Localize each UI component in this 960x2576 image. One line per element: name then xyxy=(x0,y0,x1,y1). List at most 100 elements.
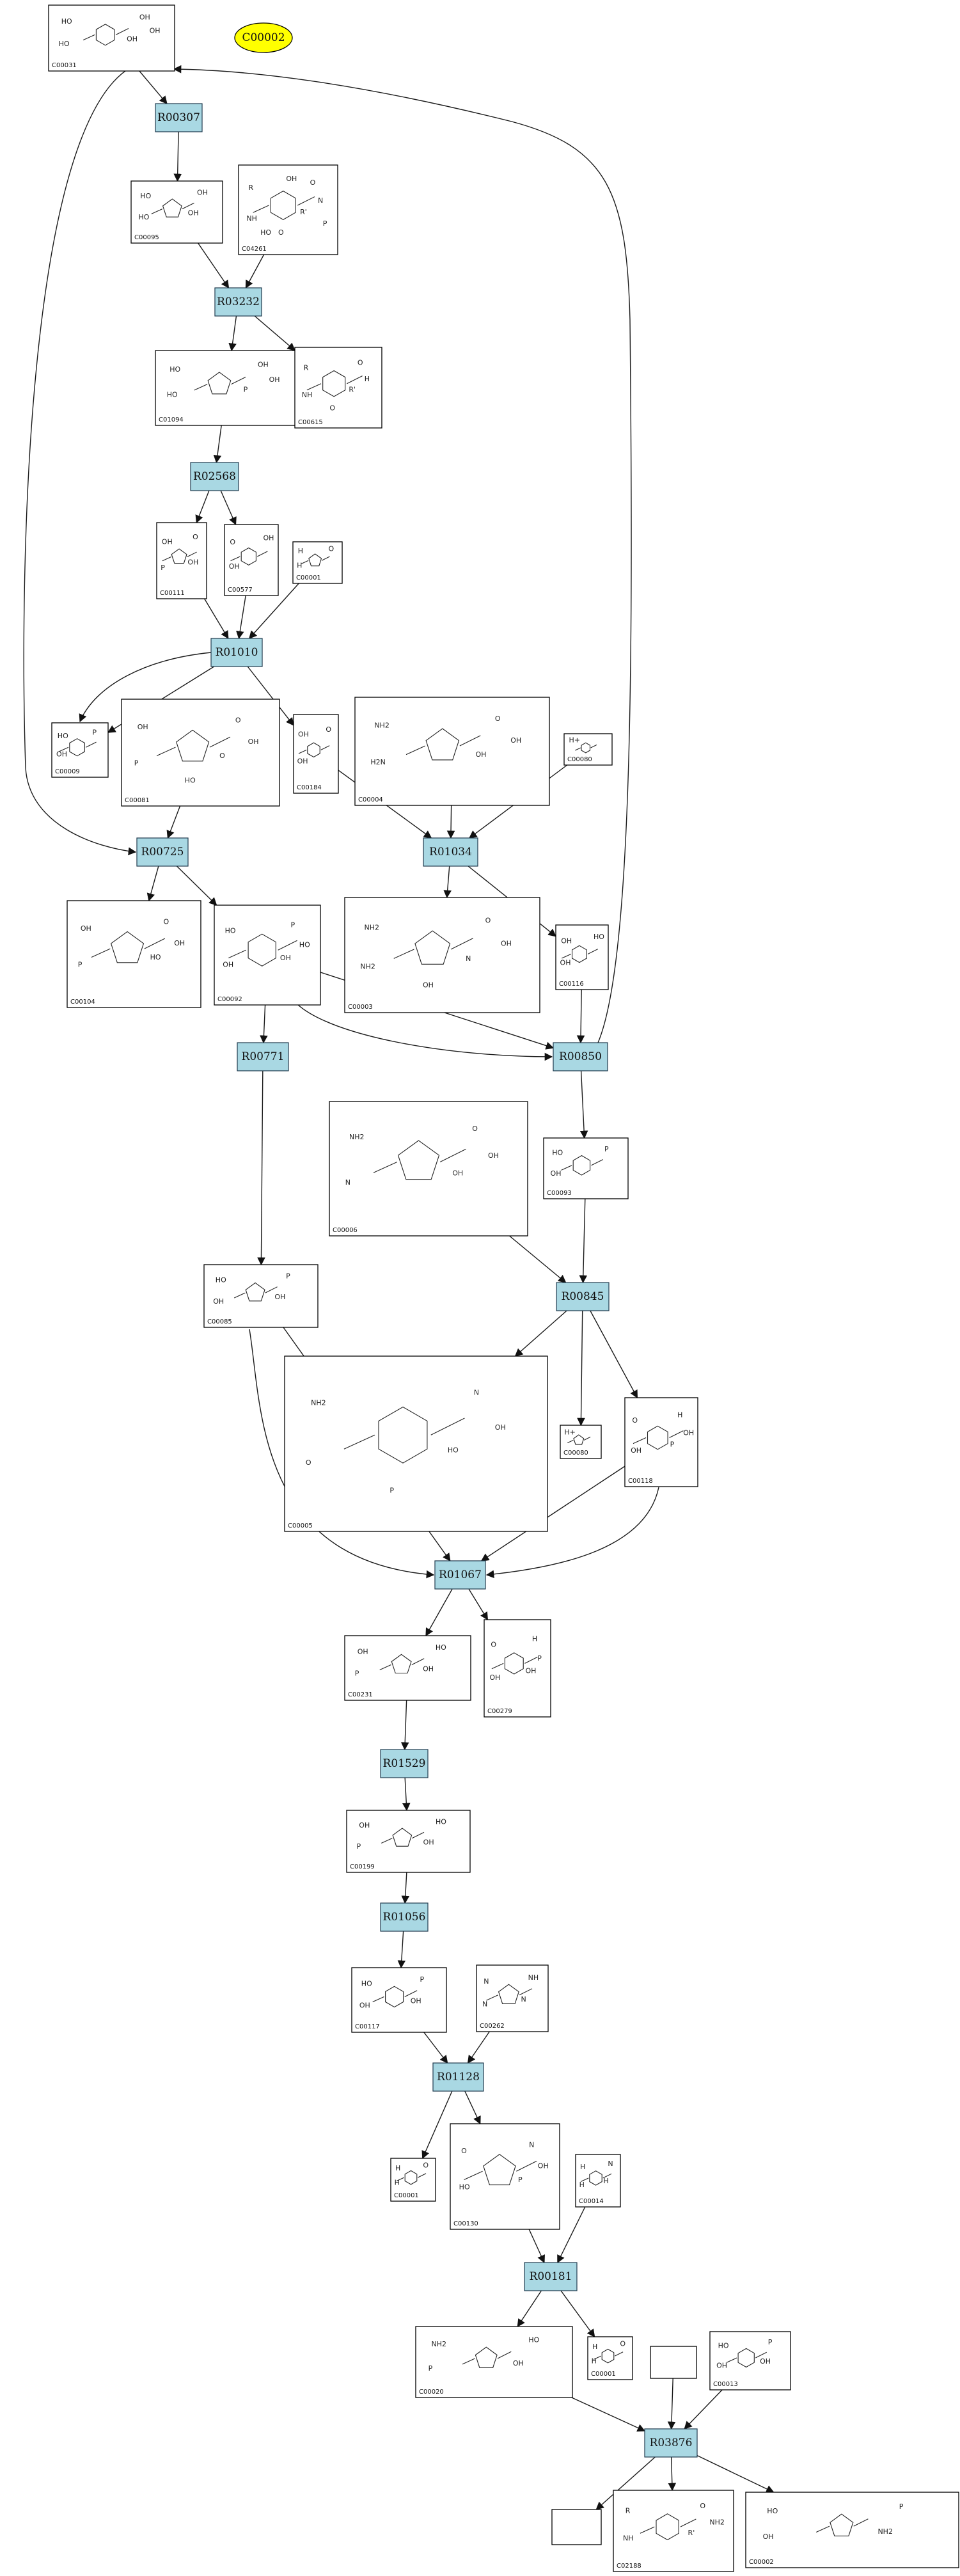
atom-label: OH xyxy=(423,1838,434,1846)
edge-R00845-c21 xyxy=(514,1310,567,1357)
atom-label: OH xyxy=(411,1997,421,2005)
reaction-R01128-node[interactable]: R01128 xyxy=(432,2062,484,2092)
highlighted-compound-ellipse[interactable]: C00002 xyxy=(234,22,293,53)
reaction-R00307-node[interactable]: R00307 xyxy=(155,103,203,132)
reaction-R01034-node[interactable]: R01034 xyxy=(423,837,478,867)
atom-label: OH xyxy=(188,209,199,217)
edge-R00850-c19 xyxy=(579,1070,588,1139)
reaction-R03232-node[interactable]: R03232 xyxy=(214,287,262,317)
atom-label: H xyxy=(395,2179,400,2187)
compound-empty-box[interactable] xyxy=(551,2509,602,2545)
atom-label: OH xyxy=(81,924,91,933)
atom-label: P xyxy=(390,1487,394,1495)
atom-label: OH xyxy=(551,1169,562,1178)
compound-id-label: C00577 xyxy=(228,587,253,594)
atom-label: R' xyxy=(688,2529,695,2537)
edge-R01010-to-c9-curve xyxy=(79,652,212,723)
atom-label: P xyxy=(429,2364,433,2373)
reaction-R00181-node[interactable]: R00181 xyxy=(524,2262,578,2291)
reaction-R01529-node[interactable]: R01529 xyxy=(380,1749,429,1778)
reaction-R02568-node[interactable]: R02568 xyxy=(190,462,239,491)
reaction-R01067-node[interactable]: R01067 xyxy=(434,1560,486,1590)
reaction-R00845-node[interactable]: R00845 xyxy=(556,1282,610,1311)
reaction-R03876-node[interactable]: R03876 xyxy=(644,2428,698,2458)
reaction-R00771-node[interactable]: R00771 xyxy=(237,1042,289,1071)
atom-label: O xyxy=(306,1458,311,1467)
atom-label: O xyxy=(700,2502,705,2510)
atom-label: N xyxy=(345,1178,350,1187)
structure-ring xyxy=(498,1984,519,2004)
atom-label: OH xyxy=(501,940,512,948)
edge-c18-R00845 xyxy=(509,1235,567,1283)
structure-ring xyxy=(322,370,346,397)
structure-ring xyxy=(581,742,591,754)
structure-ring xyxy=(385,1986,404,2008)
atom-label: HO xyxy=(594,933,604,941)
reaction-R01010-node[interactable]: R01010 xyxy=(210,638,263,667)
compound-id-label: C00231 xyxy=(348,1691,373,1698)
compound-C00080-box[interactable]: H+C00080 xyxy=(563,733,613,766)
edge-c32-R03876 xyxy=(571,2397,646,2432)
reaction-label: R02568 xyxy=(193,470,236,483)
atom-label: OH xyxy=(359,2002,370,2010)
reaction-R01056-node[interactable]: R01056 xyxy=(380,1902,429,1932)
atom-label: HO xyxy=(552,1149,563,1157)
structure-ring xyxy=(391,1654,412,1674)
atom-label: H xyxy=(579,2181,585,2189)
compound-id-label: C00003 xyxy=(348,1004,373,1011)
reaction-R00850-node[interactable]: R00850 xyxy=(553,1042,608,1071)
reaction-label: R01034 xyxy=(429,846,472,858)
atom-label: HO xyxy=(169,365,180,374)
atom-label: P xyxy=(518,2176,523,2184)
atom-label: OH xyxy=(298,730,309,738)
structure-ring xyxy=(737,2348,755,2368)
atom-label: OH xyxy=(538,2161,549,2170)
edge-R01067-c24 xyxy=(425,1588,453,1637)
atom-label: P xyxy=(161,564,165,572)
reaction-R00725-node[interactable]: R00725 xyxy=(136,837,189,867)
structure-ring xyxy=(110,931,145,963)
atom-label: HO xyxy=(436,1643,446,1652)
atom-label: OH xyxy=(197,188,208,196)
compound-empty-box[interactable] xyxy=(650,2346,697,2379)
compound-id-label: C00080 xyxy=(567,756,592,763)
structure-ring xyxy=(425,728,460,761)
atom-label: OH xyxy=(495,1423,506,1432)
atom-label: R' xyxy=(349,385,356,393)
compound-C00080-box[interactable]: H+C00080 xyxy=(560,1425,602,1459)
